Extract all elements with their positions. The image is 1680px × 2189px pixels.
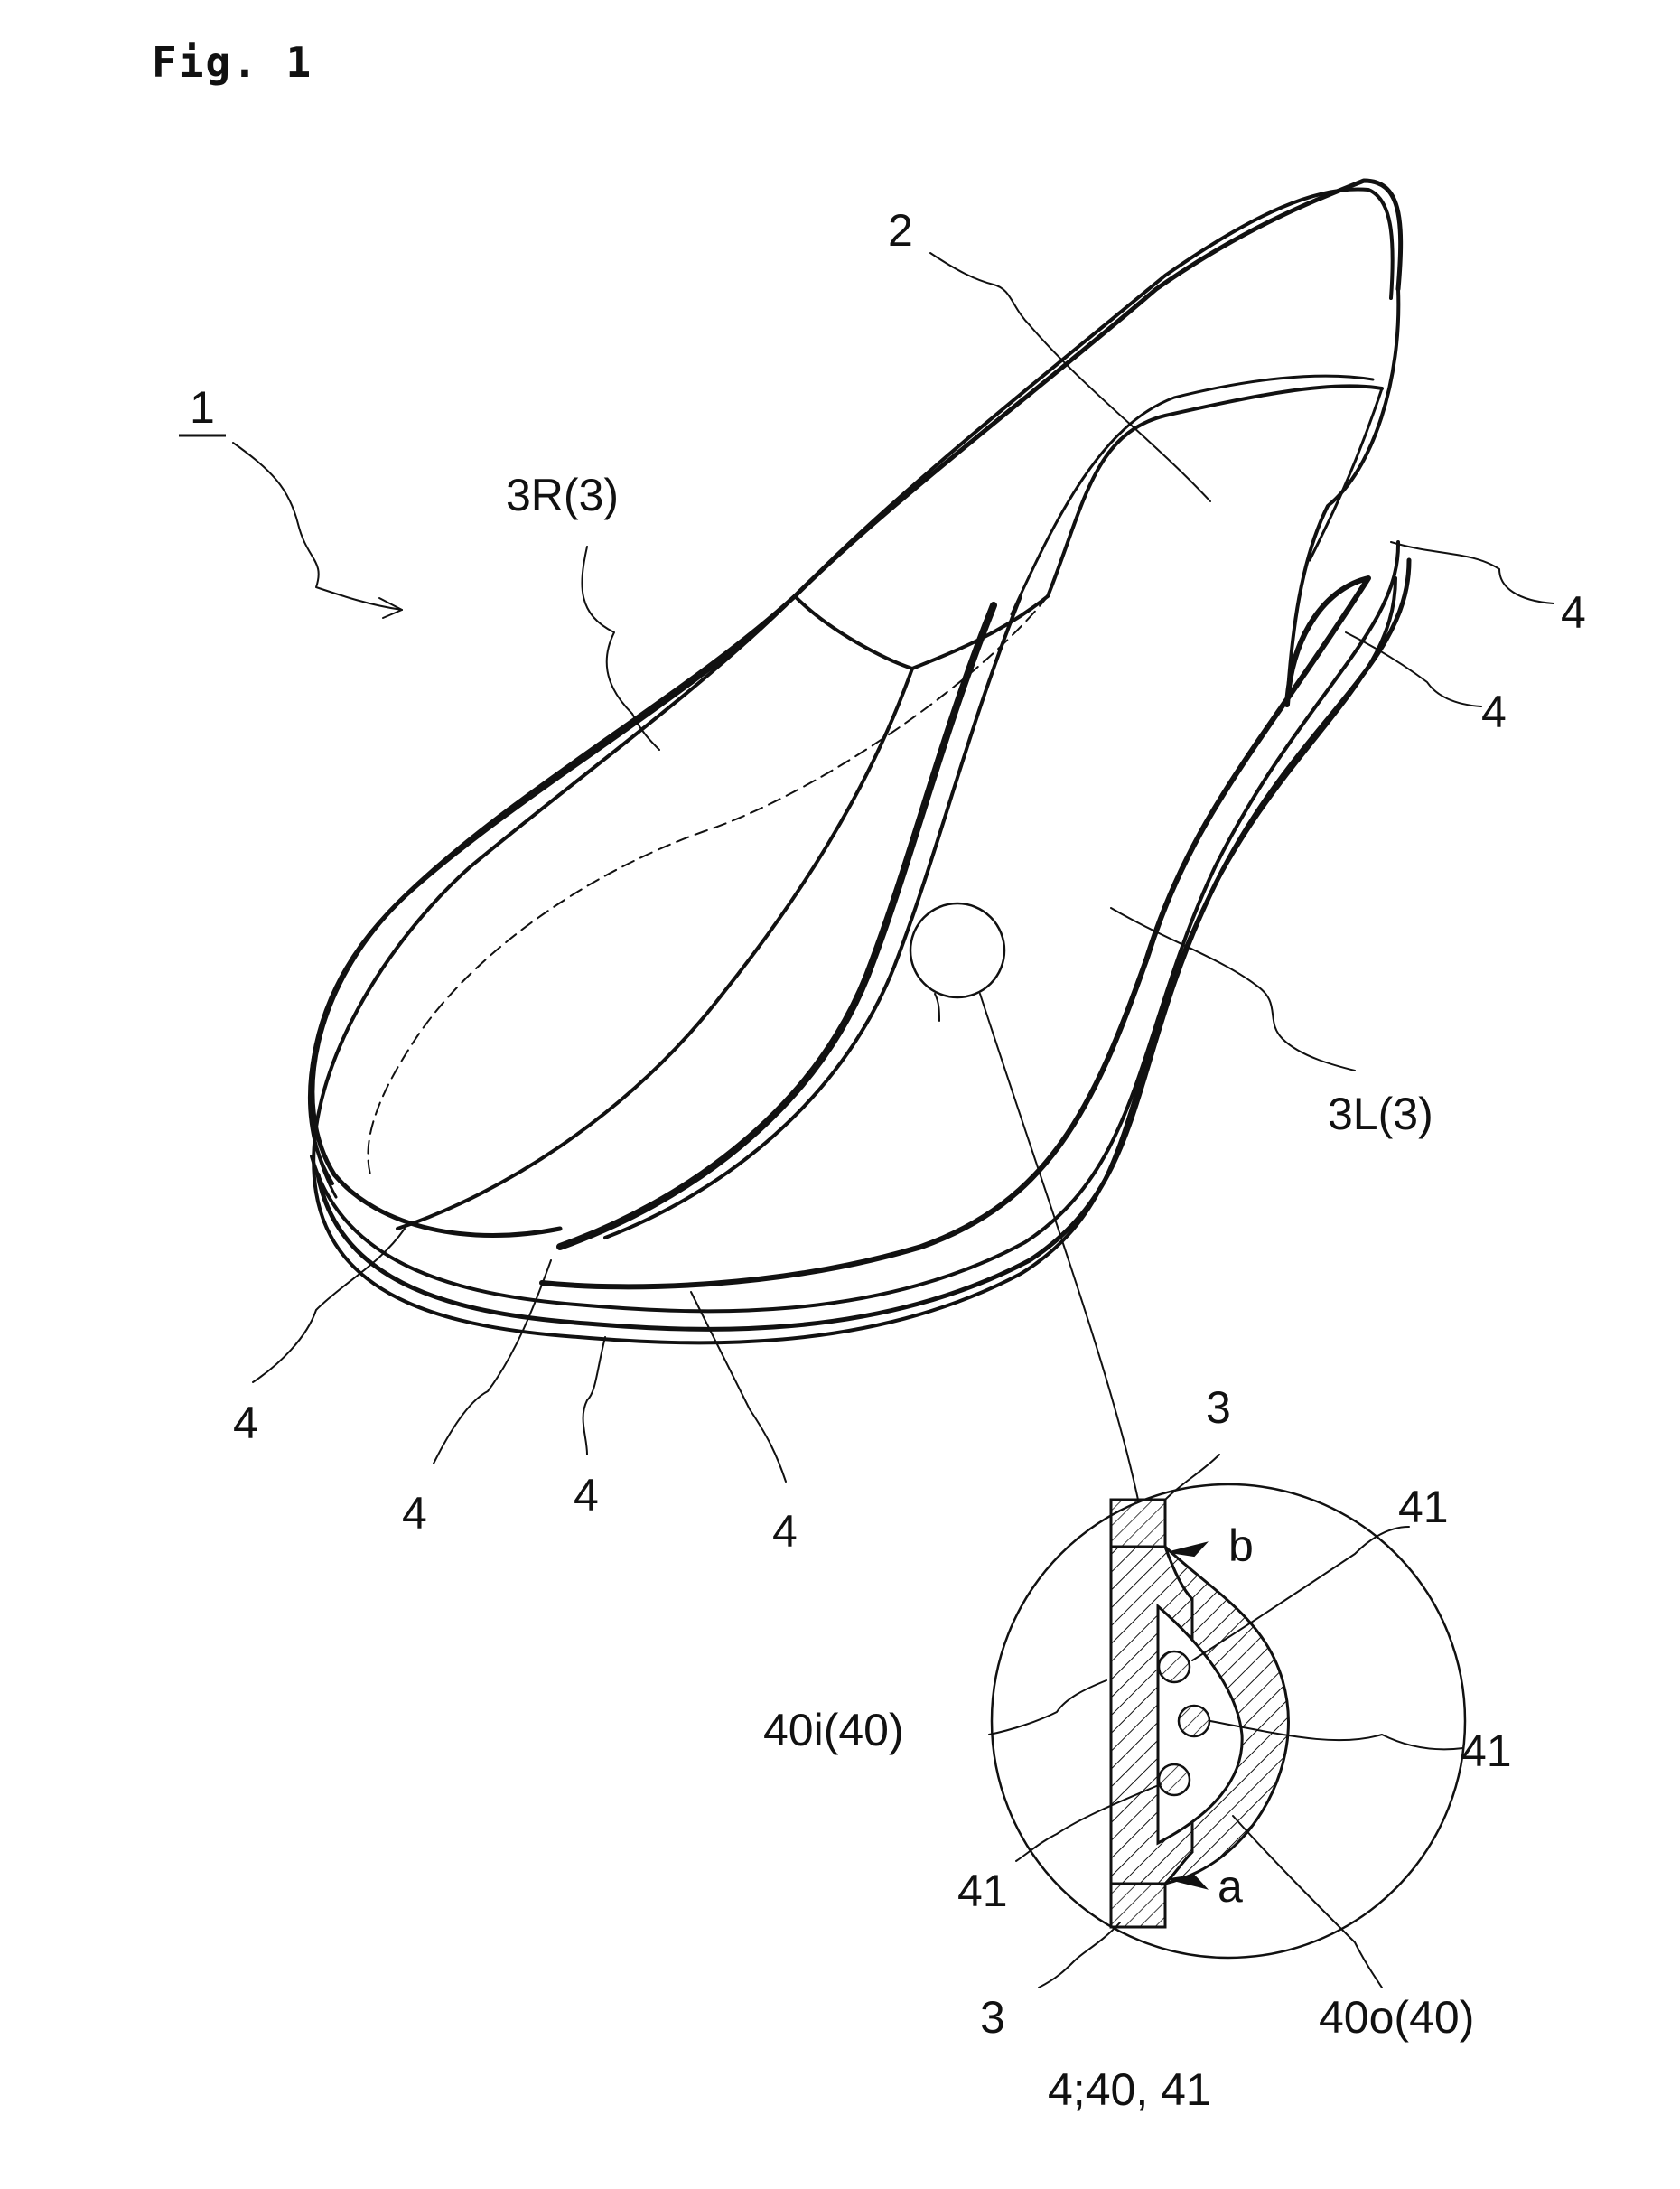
toe-outline-3 — [310, 614, 777, 1197]
arrow-b — [1170, 1543, 1206, 1556]
vamp-front — [397, 669, 912, 1229]
label-inner-layer: 40i(40) — [763, 1705, 904, 1755]
leader-3R — [582, 547, 659, 750]
leader-40i — [989, 1680, 1106, 1735]
label-core-right: 41 — [1461, 1726, 1512, 1776]
label-rib-6: 4 — [772, 1506, 798, 1557]
label-right-upper: 3R(3) — [506, 470, 619, 520]
sole-line-4 — [542, 578, 1368, 1286]
vamp-line — [795, 596, 1048, 669]
label-upper-bottom: 3 — [980, 1992, 1005, 2043]
sole-line-outer — [313, 578, 1395, 1342]
label-detail-caption: 4;40, 41 — [1048, 2064, 1211, 2115]
upper-block-bottom — [1111, 1884, 1165, 1927]
insole-hidden-line — [368, 596, 1048, 1174]
label-outer-layer: 40o(40) — [1319, 1992, 1474, 2043]
leader-3-bottom — [1039, 1922, 1120, 1988]
core-41-bottom — [1159, 1764, 1190, 1795]
label-core-left: 41 — [957, 1866, 1008, 1916]
label-left-upper: 3L(3) — [1328, 1089, 1433, 1139]
core-41-top — [1159, 1651, 1190, 1682]
shoe-drawing — [310, 181, 1409, 1342]
collar-inner-2 — [1012, 376, 1373, 614]
upper-stripe — [560, 605, 994, 1247]
leader-41-top — [1192, 1527, 1409, 1660]
leader-1 — [233, 443, 402, 610]
label-upper-top: 3 — [1206, 1382, 1231, 1433]
leader-40o — [1233, 1816, 1382, 1988]
label-arrow-a: a — [1218, 1861, 1243, 1912]
label-rib-4: 4 — [402, 1488, 427, 1539]
leader-3-top — [1165, 1455, 1219, 1500]
detail-connector-2 — [935, 994, 939, 1021]
label-rib-1: 4 — [1561, 587, 1586, 638]
label-assembly: 1 — [190, 382, 215, 433]
label-rib-2: 4 — [1481, 687, 1507, 737]
label-arrow-b: b — [1228, 1520, 1254, 1571]
sole-line-2 — [318, 560, 1409, 1329]
toe-outline-2 — [310, 605, 786, 1183]
core-41-mid — [1179, 1706, 1209, 1736]
label-core-top: 41 — [1398, 1482, 1449, 1532]
label-rib-5: 4 — [574, 1470, 599, 1520]
detail-connector-1 — [980, 994, 1138, 1500]
labels: 1 2 3R(3) 3L(3) 4 4 4 4 4 4 3 41 b 40i(4… — [179, 205, 1586, 2115]
detail-source-circle — [910, 903, 1004, 997]
leader-2 — [930, 253, 1210, 501]
leader-4-e — [583, 1337, 605, 1455]
label-rib-3: 4 — [233, 1398, 258, 1448]
heel-curve-2 — [1310, 388, 1382, 560]
leader-4-d — [434, 1260, 551, 1464]
leader-4-f — [691, 1292, 786, 1482]
label-insole: 2 — [888, 205, 913, 256]
leader-4-a — [1391, 542, 1554, 603]
collar-inner — [1048, 386, 1382, 596]
upper-block-top — [1111, 1500, 1165, 1547]
